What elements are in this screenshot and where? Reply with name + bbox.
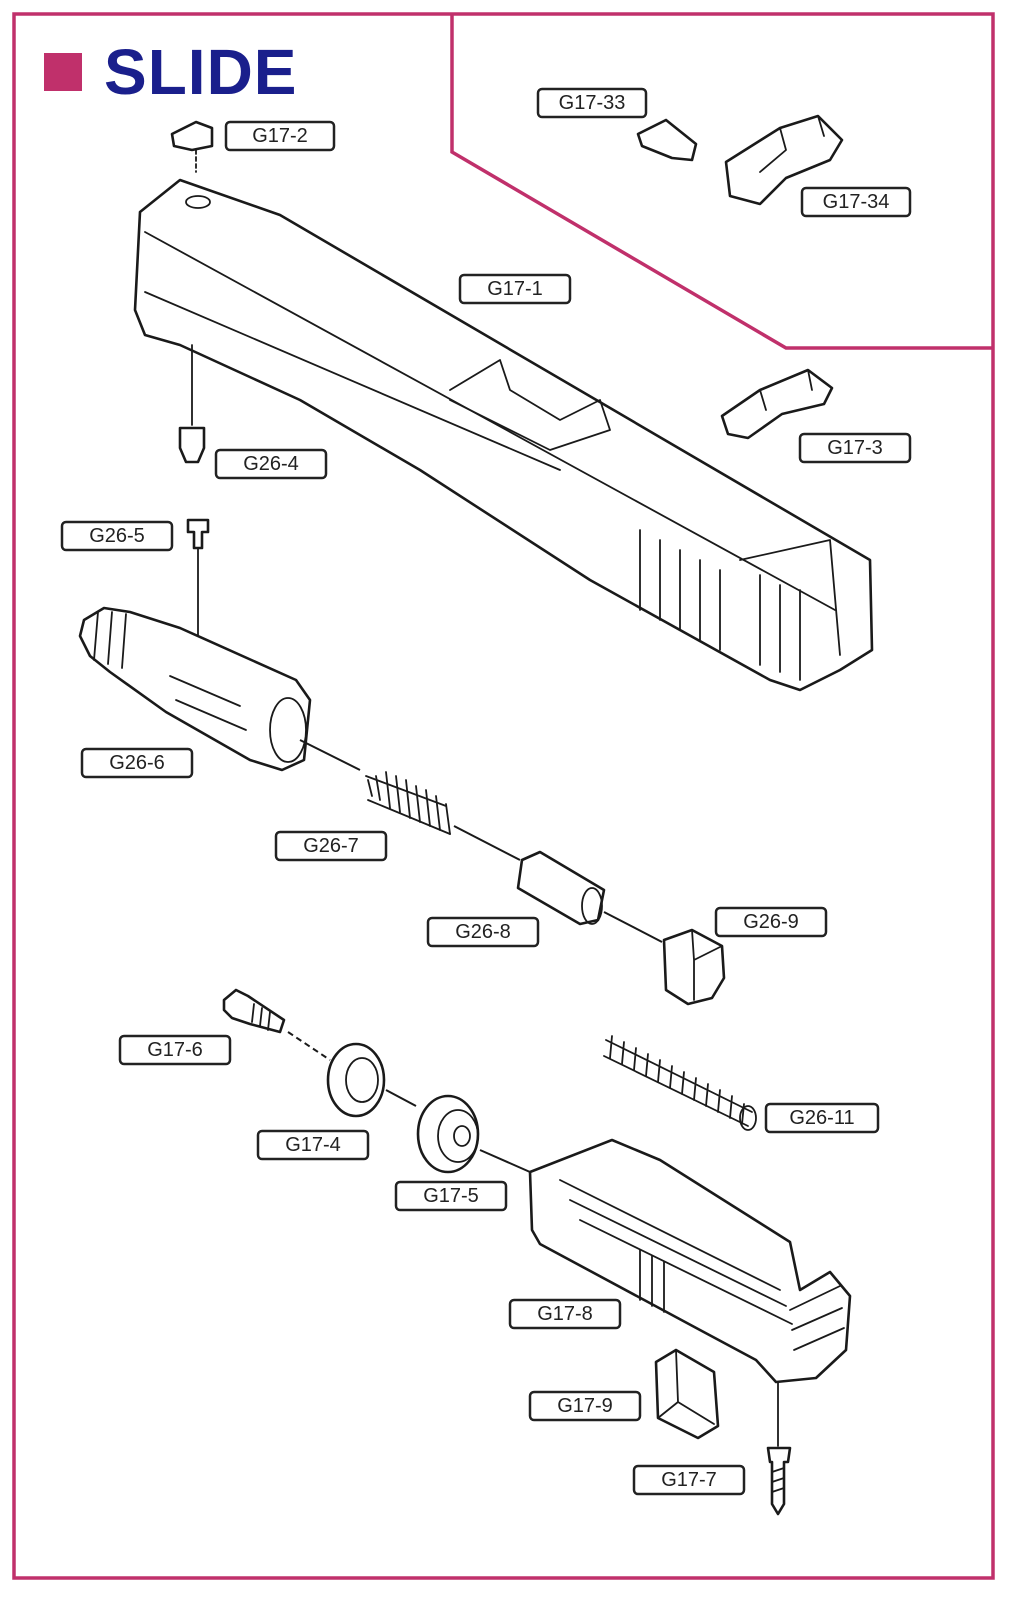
- part-g17-6: [222, 988, 331, 1061]
- part-g17-3: [720, 368, 834, 440]
- outer-border: [12, 12, 995, 1580]
- title-text: SLIDE: [104, 36, 298, 108]
- part-g26-7: [365, 771, 521, 861]
- part-g17-33: [636, 118, 698, 162]
- section-title: SLIDE: [44, 40, 297, 104]
- svg-text:G17-7: G17-7: [661, 1469, 717, 1491]
- svg-text:G26-7: G26-7: [303, 835, 359, 857]
- svg-text:G17-4: G17-4: [285, 1134, 341, 1156]
- label-g17-3: G17-3: [798, 432, 912, 464]
- label-g17-6: G17-6: [118, 1034, 232, 1066]
- label-g17-8: G17-8: [508, 1298, 622, 1330]
- label-g17-9: G17-9: [528, 1390, 642, 1422]
- svg-text:G17-5: G17-5: [423, 1185, 479, 1207]
- svg-text:G26-4: G26-4: [243, 453, 299, 475]
- part-g26-9: [662, 928, 726, 1006]
- label-g17-34: G17-34: [800, 186, 912, 218]
- part-g26-4: [178, 344, 206, 464]
- svg-text:G17-34: G17-34: [823, 191, 890, 213]
- svg-text:G26-6: G26-6: [109, 752, 165, 774]
- label-g26-9: G26-9: [714, 906, 828, 938]
- part-g17-7: [766, 1446, 792, 1516]
- part-g17-8: [528, 1138, 852, 1447]
- svg-text:G17-9: G17-9: [557, 1395, 613, 1417]
- part-g26-8: [516, 850, 663, 943]
- part-g17-34: [724, 114, 844, 206]
- svg-text:G26-9: G26-9: [743, 911, 799, 933]
- inset-panel-border: [450, 14, 993, 350]
- label-g17-5: G17-5: [394, 1180, 508, 1212]
- part-g26-6: [78, 606, 361, 772]
- part-g17-5: [416, 1094, 531, 1174]
- part-g26-5: [186, 518, 210, 649]
- part-g17-9: [654, 1348, 720, 1440]
- label-g26-4: G26-4: [214, 448, 328, 480]
- svg-text:G17-3: G17-3: [827, 437, 883, 459]
- label-g17-7: G17-7: [632, 1464, 746, 1496]
- svg-text:G17-6: G17-6: [147, 1039, 203, 1061]
- part-g17-4: [326, 1042, 417, 1118]
- part-g17-2: [170, 120, 214, 173]
- label-g17-4: G17-4: [256, 1129, 370, 1161]
- svg-text:G26-5: G26-5: [89, 525, 145, 547]
- svg-text:G26-8: G26-8: [455, 921, 511, 943]
- label-g17-1: G17-1: [458, 273, 572, 305]
- label-g26-6: G26-6: [80, 747, 194, 779]
- svg-text:G17-33: G17-33: [559, 92, 626, 114]
- slide-body-part: [133, 178, 874, 692]
- svg-text:G26-11: G26-11: [789, 1107, 854, 1129]
- svg-text:G17-8: G17-8: [537, 1303, 593, 1325]
- label-g26-11: G26-11: [764, 1102, 880, 1134]
- svg-text:G17-1: G17-1: [487, 278, 543, 300]
- part-g26-11: [603, 1035, 757, 1131]
- label-g26-8: G26-8: [426, 916, 540, 948]
- label-g17-33: G17-33: [536, 87, 648, 119]
- svg-text:G17-2: G17-2: [252, 125, 308, 147]
- label-g26-5: G26-5: [60, 520, 174, 552]
- label-g17-2: G17-2: [224, 120, 336, 152]
- title-square-icon: [44, 53, 82, 91]
- label-g26-7: G26-7: [274, 830, 388, 862]
